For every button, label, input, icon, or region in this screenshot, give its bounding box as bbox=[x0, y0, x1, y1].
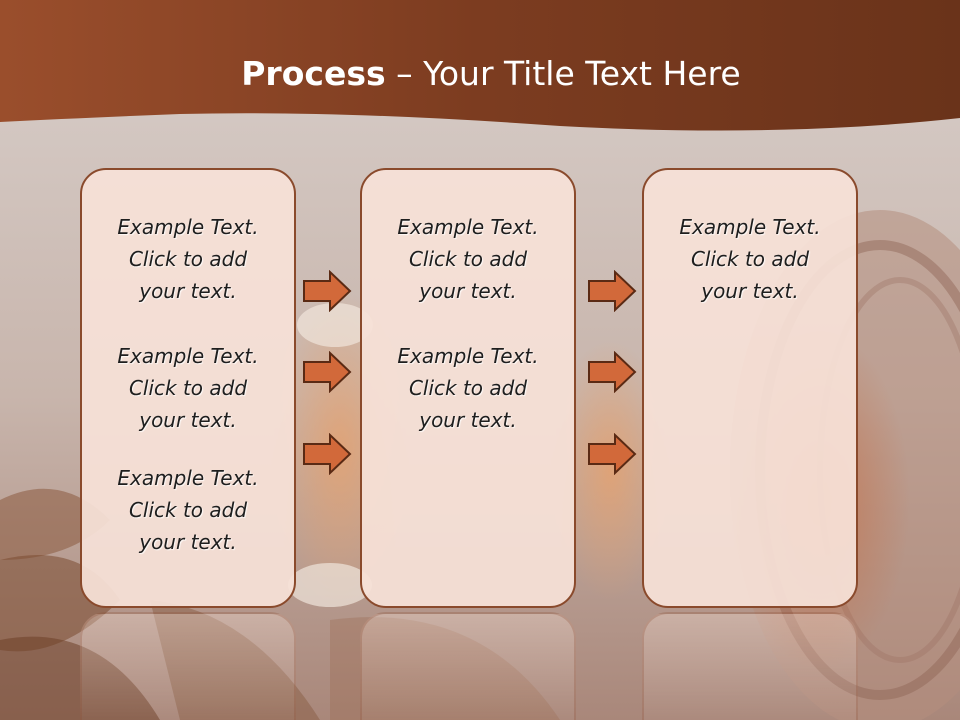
text-line: your text. bbox=[419, 279, 517, 303]
panel-3-text-1[interactable]: Example Text. Click to add your text. bbox=[644, 211, 856, 307]
panel-1-text-2[interactable]: Example Text. Click to add your text. bbox=[82, 340, 294, 436]
text-line: Click to add bbox=[128, 376, 248, 400]
panel-2-text-1[interactable]: Example Text. Click to add your text. bbox=[362, 211, 574, 307]
panel-reflection-2 bbox=[360, 612, 576, 720]
text-line: Example Text. bbox=[397, 344, 539, 368]
text-line: your text. bbox=[419, 408, 517, 432]
panel-2-text-2[interactable]: Example Text. Click to add your text. bbox=[362, 340, 574, 436]
text-line: Click to add bbox=[408, 247, 528, 271]
text-line: Click to add bbox=[690, 247, 810, 271]
text-line: your text. bbox=[701, 279, 799, 303]
text-line: Example Text. bbox=[117, 215, 259, 239]
title-rest-text: – Your Title Text Here bbox=[385, 54, 741, 93]
text-line: Example Text. bbox=[117, 344, 259, 368]
panel-reflection-3 bbox=[642, 612, 858, 720]
text-line: Click to add bbox=[408, 376, 528, 400]
text-line: Example Text. bbox=[117, 466, 259, 490]
process-panel-1[interactable]: Example Text. Click to add your text. Ex… bbox=[80, 168, 296, 608]
right-arrow-icon[interactable] bbox=[587, 270, 637, 312]
text-line: Click to add bbox=[128, 247, 248, 271]
text-line: Click to add bbox=[128, 498, 248, 522]
right-arrow-icon[interactable] bbox=[587, 351, 637, 393]
text-line: Example Text. bbox=[679, 215, 821, 239]
text-line: Example Text. bbox=[397, 215, 539, 239]
right-arrow-icon[interactable] bbox=[302, 433, 352, 475]
panel-1-text-3[interactable]: Example Text. Click to add your text. bbox=[82, 462, 294, 558]
panel-reflection-1 bbox=[80, 612, 296, 720]
process-panel-3[interactable]: Example Text. Click to add your text. bbox=[642, 168, 858, 608]
right-arrow-icon[interactable] bbox=[302, 351, 352, 393]
text-line: your text. bbox=[139, 408, 237, 432]
text-line: your text. bbox=[139, 530, 237, 554]
title-bold-text: Process bbox=[241, 54, 386, 93]
title-banner bbox=[0, 0, 960, 131]
text-line: your text. bbox=[139, 279, 237, 303]
slide-title[interactable]: Process – Your Title Text Here bbox=[0, 52, 960, 96]
right-arrow-icon[interactable] bbox=[302, 270, 352, 312]
process-panel-2[interactable]: Example Text. Click to add your text. Ex… bbox=[360, 168, 576, 608]
panel-1-text-1[interactable]: Example Text. Click to add your text. bbox=[82, 211, 294, 307]
right-arrow-icon[interactable] bbox=[587, 433, 637, 475]
